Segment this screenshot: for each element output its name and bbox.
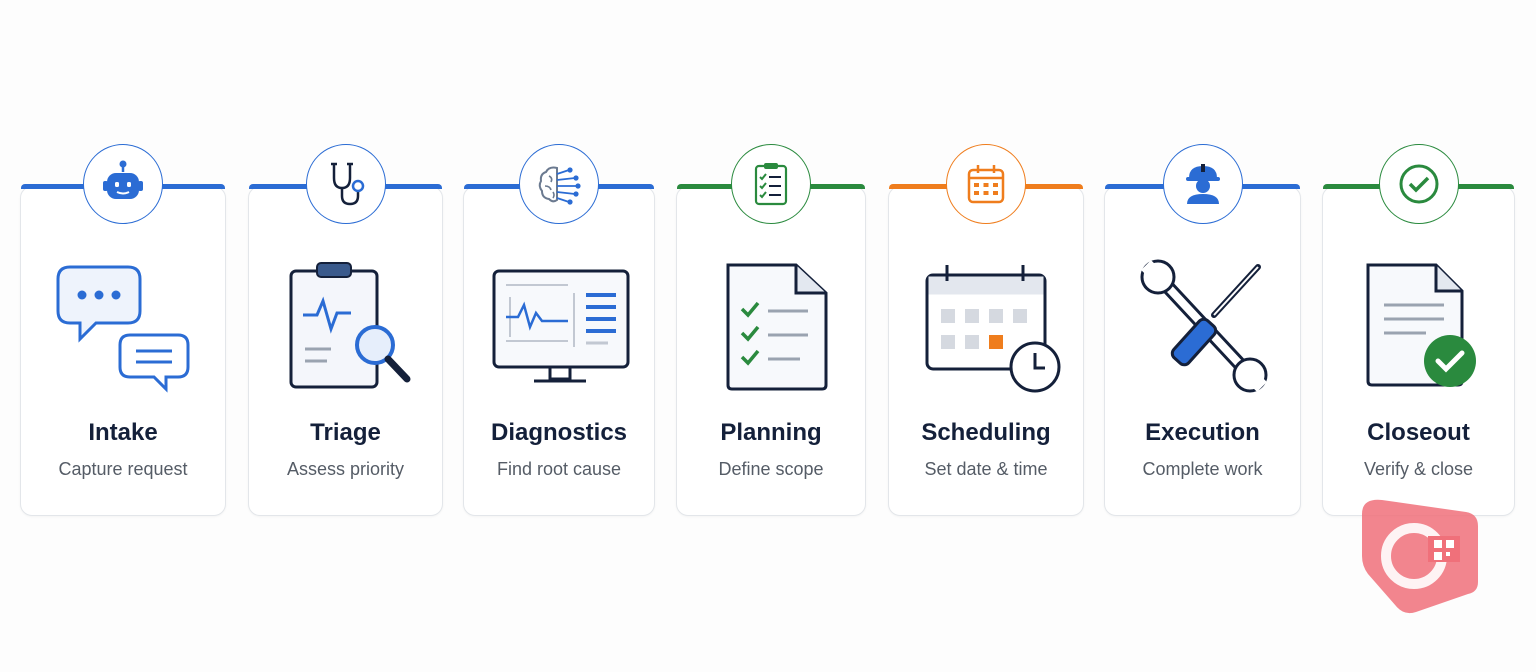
checkmark-circle-icon	[1399, 164, 1438, 204]
brain-circuit-icon	[538, 166, 581, 205]
step-card-closeout: Closeout Verify & close	[1322, 144, 1515, 516]
step-subtitle: Set date & time	[924, 459, 1048, 479]
step-subtitle: Assess priority	[286, 459, 405, 479]
calendar-icon	[967, 165, 1005, 204]
chat-bubbles-icon	[56, 265, 190, 393]
step-card-scheduling: Scheduling Set date & time	[888, 144, 1084, 516]
monitor-waveform-icon	[492, 269, 630, 383]
step-badge	[83, 144, 163, 224]
step-card-planning: Planning Define scope	[676, 144, 866, 516]
step-title: Execution	[1145, 419, 1260, 446]
step-card-intake: Intake Capture request	[20, 144, 226, 516]
step-badge	[731, 144, 811, 224]
step-badge	[1162, 144, 1243, 224]
step-badge	[519, 144, 599, 224]
document-check-icon	[1366, 263, 1476, 387]
step-card-triage: Triage Assess priority	[248, 144, 443, 516]
worker-hardhat-icon	[1185, 164, 1220, 204]
step-title: Closeout	[1367, 419, 1470, 446]
step-title: Scheduling	[921, 419, 1051, 446]
step-subtitle: Define scope	[718, 459, 824, 479]
step-subtitle: Complete work	[1142, 459, 1263, 479]
robot-icon	[103, 160, 143, 199]
step-subtitle: Capture request	[58, 459, 188, 479]
calendar-clock-icon	[925, 265, 1061, 393]
checklist-document-icon	[726, 263, 828, 391]
step-card-diagnostics: Diagnostics Find root cause	[463, 144, 655, 516]
step-title: Diagnostics	[490, 419, 628, 446]
wrench-screwdriver-icon	[1140, 259, 1267, 393]
step-badge	[305, 144, 386, 224]
watermark-logo	[1362, 499, 1478, 614]
step-title: Triage	[310, 419, 381, 446]
step-title: Intake	[88, 419, 158, 446]
clipboard-magnifier-icon	[289, 262, 410, 389]
stethoscope-icon	[330, 162, 364, 206]
step-card-execution: Execution Complete work	[1104, 144, 1301, 516]
step-badge	[946, 144, 1026, 224]
step-title: Planning	[720, 419, 822, 446]
step-subtitle: Verify & close	[1363, 459, 1474, 479]
step-subtitle: Find root cause	[496, 459, 622, 479]
step-badge	[1378, 144, 1459, 224]
checklist-clipboard-icon	[754, 163, 788, 206]
